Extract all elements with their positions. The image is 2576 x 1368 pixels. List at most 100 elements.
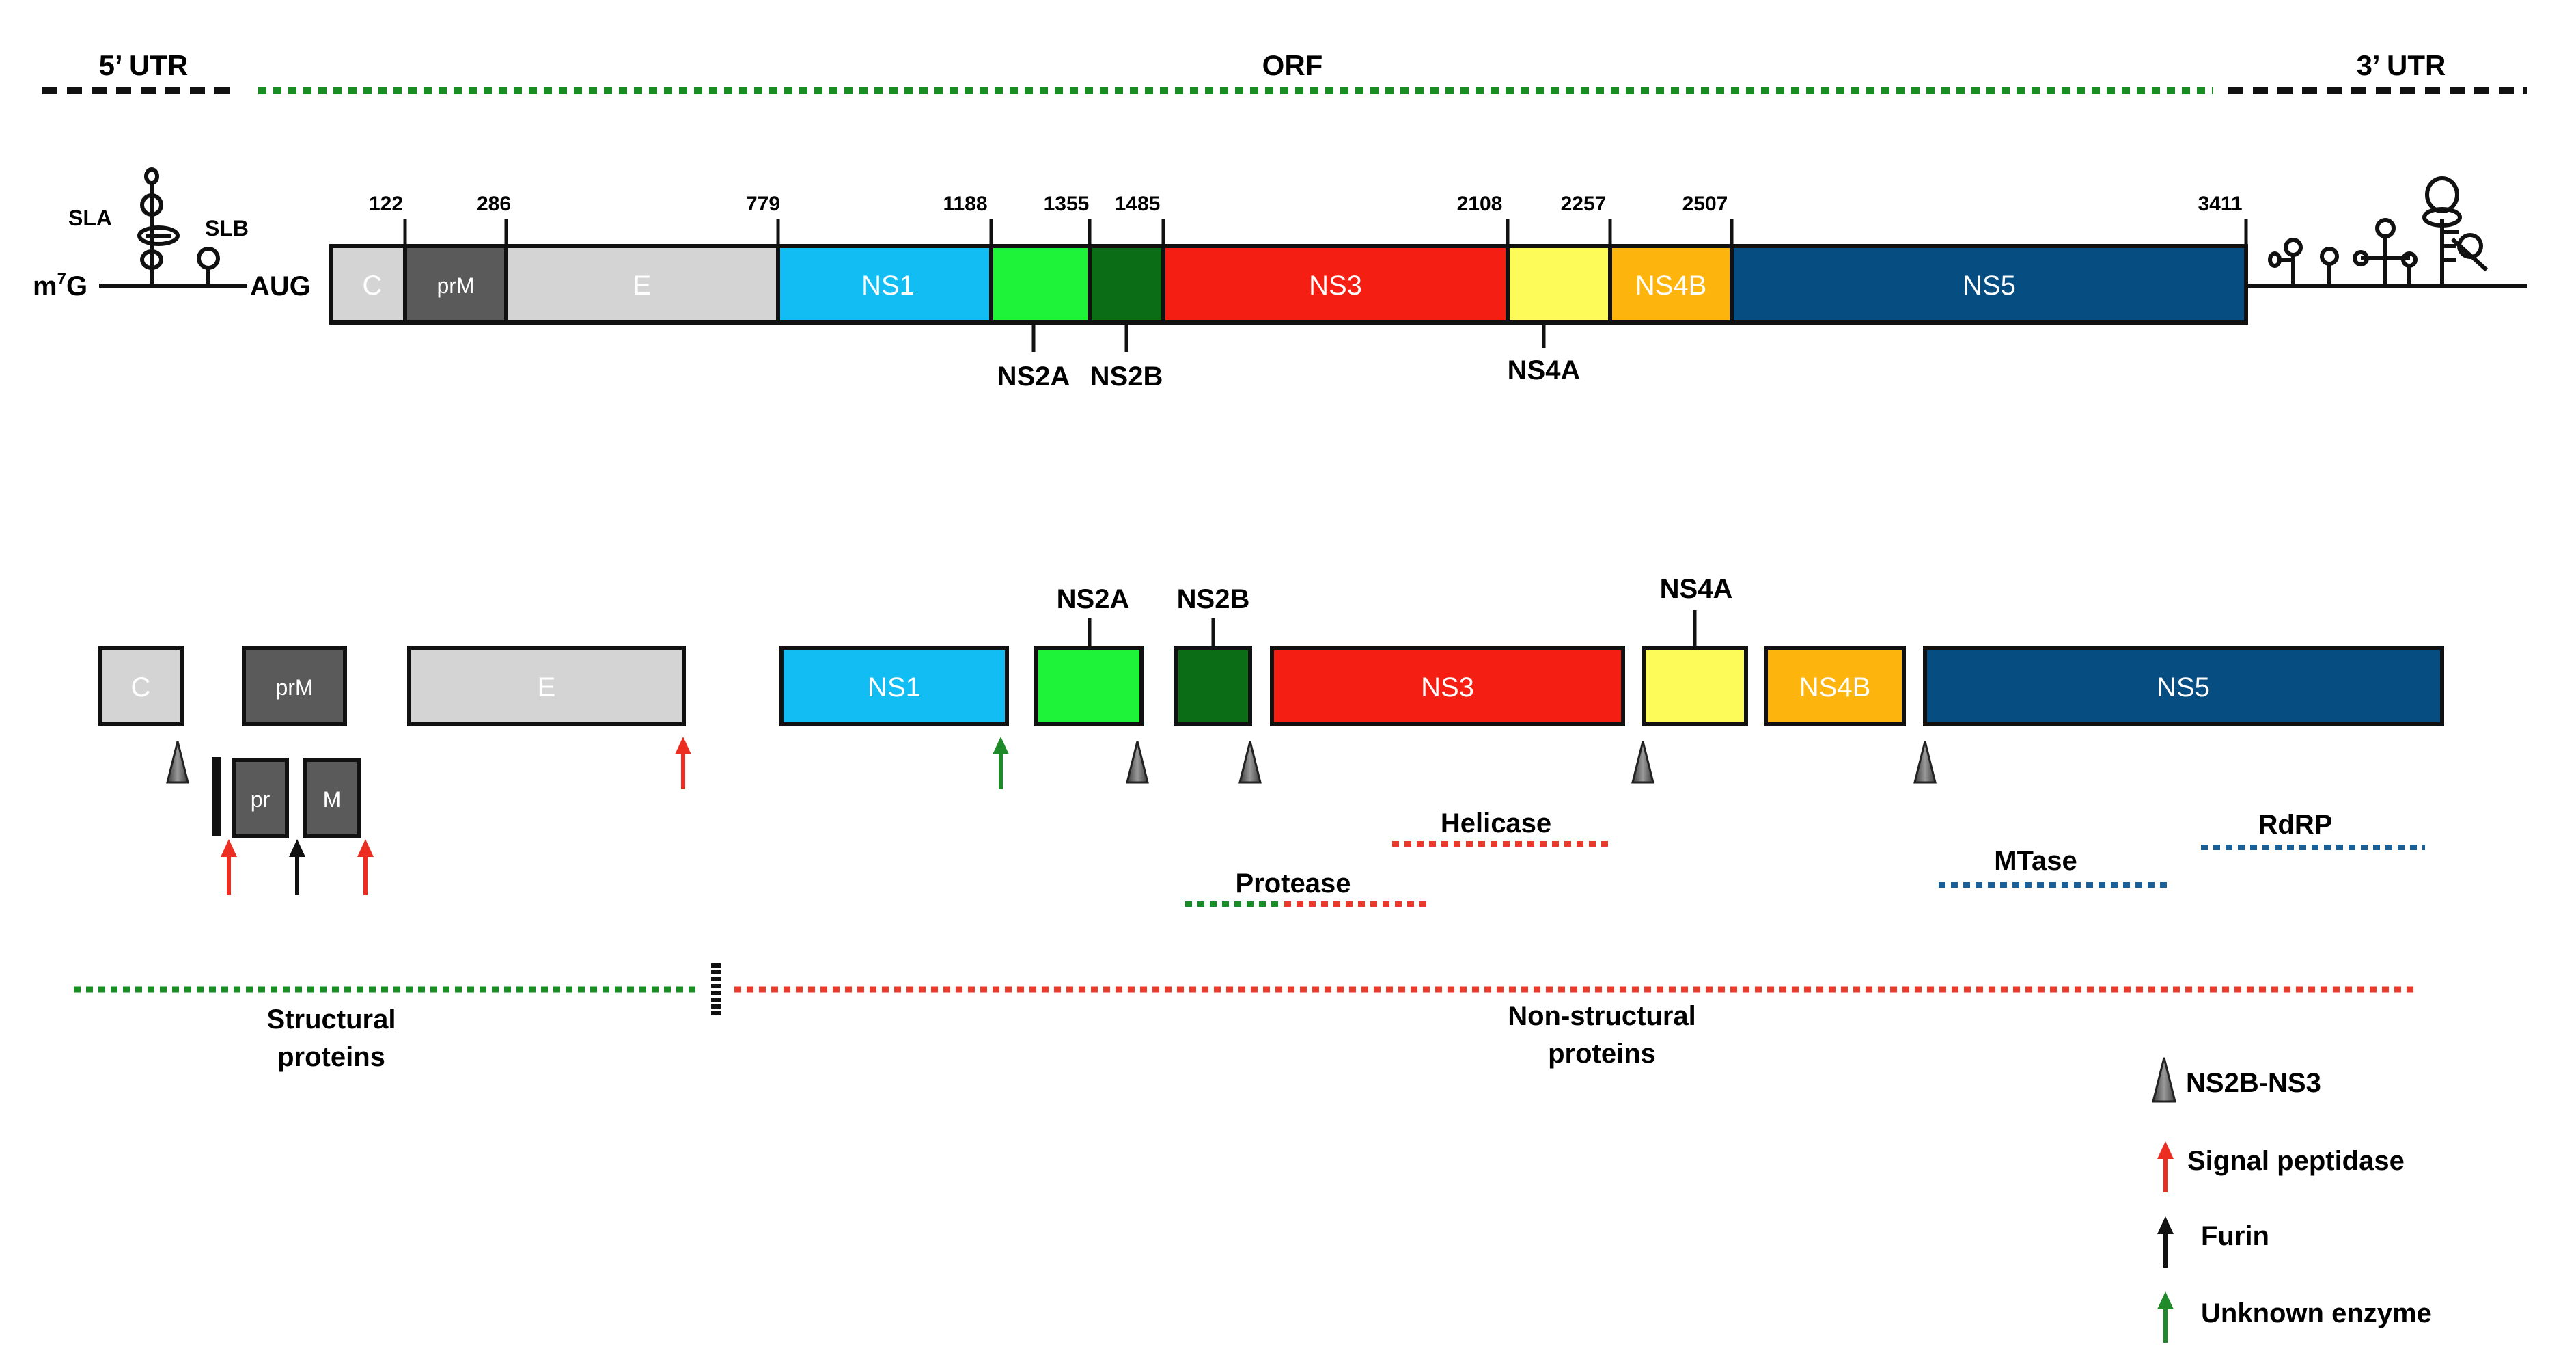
utr-orf-lines: 5’ UTR ORF 3’ UTR: [42, 49, 2527, 94]
orf-label: ORF: [1262, 49, 1323, 81]
legend-signal-peptidase-icon: [2157, 1141, 2174, 1192]
position-labels: 122 286 779 1188 1355 1485 2108 2257 250…: [369, 193, 2243, 215]
segment-ns5: [1730, 244, 2248, 325]
legend-unknown-enzyme-icon: [2157, 1291, 2174, 1343]
protein-ns2b-label: NS2B: [1177, 584, 1250, 614]
polyprotein-labels: C prM E NS1 NS3 NS4B NS5: [363, 271, 2016, 301]
protein-ns3: [1270, 646, 1625, 726]
segment-c-label: C: [363, 271, 383, 301]
position-label: 122: [369, 193, 403, 215]
utr5-region: m7G AUG SLA SLB: [33, 167, 311, 301]
protein-ns4b-label: NS4B: [1799, 672, 1871, 702]
protein-c-label: C: [131, 672, 151, 702]
protein-ns5: [1923, 646, 2444, 726]
signal-peptidase-arrow-icon: [675, 737, 691, 789]
cap-label: m7G: [33, 270, 87, 301]
mtase-label: MTase: [1994, 846, 2077, 876]
protease-arrows: [221, 737, 1009, 895]
mature-protein-above-labels: [1088, 610, 1697, 648]
protein-m-label: M: [323, 787, 342, 812]
utr3-stem-loops-icon: [2268, 176, 2489, 284]
slb-label: SLB: [205, 216, 249, 241]
helicase-label: Helicase: [1441, 808, 1551, 838]
segment-ns4a-label: NS4A: [1508, 355, 1581, 385]
position-label: 1188: [943, 193, 987, 215]
position-label: 3411: [2198, 193, 2242, 215]
segment-e-label: E: [633, 271, 652, 301]
mature-protein-labels: C prM E NS1 NS3 NS4B NS5 pr M: [131, 672, 2210, 812]
ns2b-ns3-cleavage-icon: [166, 741, 189, 784]
membrane-anchor-bar: [212, 757, 221, 836]
position-label: 2257: [1561, 193, 1607, 215]
protein-e: [407, 646, 686, 726]
position-ticks: [403, 219, 2248, 246]
position-label: 2108: [1457, 193, 1503, 215]
ns2b-ns3-cleavage-icon: [1913, 741, 1937, 784]
ns2b-ns3-cleavage-icon: [1631, 741, 1654, 784]
segment-ns1-label: NS1: [861, 271, 915, 301]
protein-ns2a-label: NS2A: [1057, 584, 1130, 614]
ns2b-ns3-cleavage-icon: [1238, 741, 1262, 784]
segment-ns4b-label: NS4B: [1635, 271, 1707, 301]
segment-ns2a-label: NS2A: [997, 361, 1070, 392]
protein-ns2b: [1174, 646, 1252, 726]
legend-unknown-enzyme-label: Unknown enzyme: [2201, 1298, 2432, 1328]
ns2b-ns3-cleavage-markers: [166, 741, 1937, 784]
protein-prm: [242, 646, 347, 726]
polyprotein-bar: [329, 244, 2248, 325]
protein-groups: Structural proteins Non-structural prote…: [74, 963, 2418, 1072]
structural-label-2: proteins: [277, 1042, 385, 1072]
start-codon-label: AUG: [250, 271, 311, 301]
position-label: 286: [477, 193, 511, 215]
segment-ns4a: [1506, 244, 1612, 325]
position-label: 2507: [1682, 193, 1728, 215]
furin-arrow-icon: [289, 839, 305, 895]
segment-ns3: [1161, 244, 1510, 325]
protein-ns3-label: NS3: [1421, 672, 1474, 702]
legend-furin-label: Furin: [2201, 1221, 2269, 1251]
rdrp-label: RdRP: [2258, 810, 2333, 840]
protein-ns4a: [1642, 646, 1748, 726]
slb-stem-loop-icon: [197, 247, 220, 284]
functional-domains: [1185, 841, 2425, 907]
legend: NS2B-NS3 Signal peptidase Furin Unknown …: [2152, 1057, 2432, 1343]
below-bar-labels: [1031, 323, 1546, 352]
ns2b-ns3-cleavage-icon: [1126, 741, 1149, 784]
protein-pr: [232, 758, 289, 838]
legend-ns2b-ns3-icon: [2152, 1057, 2176, 1103]
signal-peptidase-arrow-icon: [221, 839, 237, 895]
protein-ns1-label: NS1: [868, 672, 921, 702]
protease-label: Protease: [1236, 868, 1351, 899]
segment-prm-label: prM: [437, 273, 474, 298]
legend-furin-icon: [2157, 1216, 2174, 1268]
unknown-enzyme-arrow-icon: [993, 737, 1009, 789]
legend-signal-peptidase-label: Signal peptidase: [2187, 1146, 2405, 1176]
protein-pr-label: pr: [251, 787, 271, 812]
protein-ns4b: [1764, 646, 1906, 726]
utr3-region: [2246, 176, 2527, 288]
position-label: 779: [746, 193, 780, 215]
structural-label-1: Structural: [267, 1004, 396, 1035]
utr5-label: 5’ UTR: [99, 49, 189, 81]
legend-ns2b-ns3-label: NS2B-NS3: [2186, 1068, 2321, 1098]
protein-ns1: [779, 646, 1009, 726]
protein-ns5-label: NS5: [2157, 672, 2210, 702]
signal-peptidase-arrow-icon: [357, 839, 374, 895]
segment-ns5-label: NS5: [1963, 271, 2016, 301]
segment-ns2b: [1088, 244, 1165, 325]
segment-ns3-label: NS3: [1309, 271, 1362, 301]
protein-c: [98, 646, 184, 726]
segment-ns2a: [989, 244, 1092, 325]
utr3-label: 3’ UTR: [2357, 49, 2446, 81]
position-label: 1355: [1044, 193, 1090, 215]
sla-stem-loop-icon: [137, 167, 180, 284]
protein-ns2a: [1034, 646, 1144, 726]
protein-prm-label: prM: [275, 675, 313, 700]
segment-ns2b-label: NS2B: [1090, 361, 1163, 392]
nonstructural-label-1: Non-structural: [1508, 1001, 1696, 1031]
protein-e-label: E: [538, 672, 556, 702]
sla-label: SLA: [68, 206, 112, 230]
segment-e: [504, 244, 780, 325]
position-label: 1485: [1115, 193, 1161, 215]
